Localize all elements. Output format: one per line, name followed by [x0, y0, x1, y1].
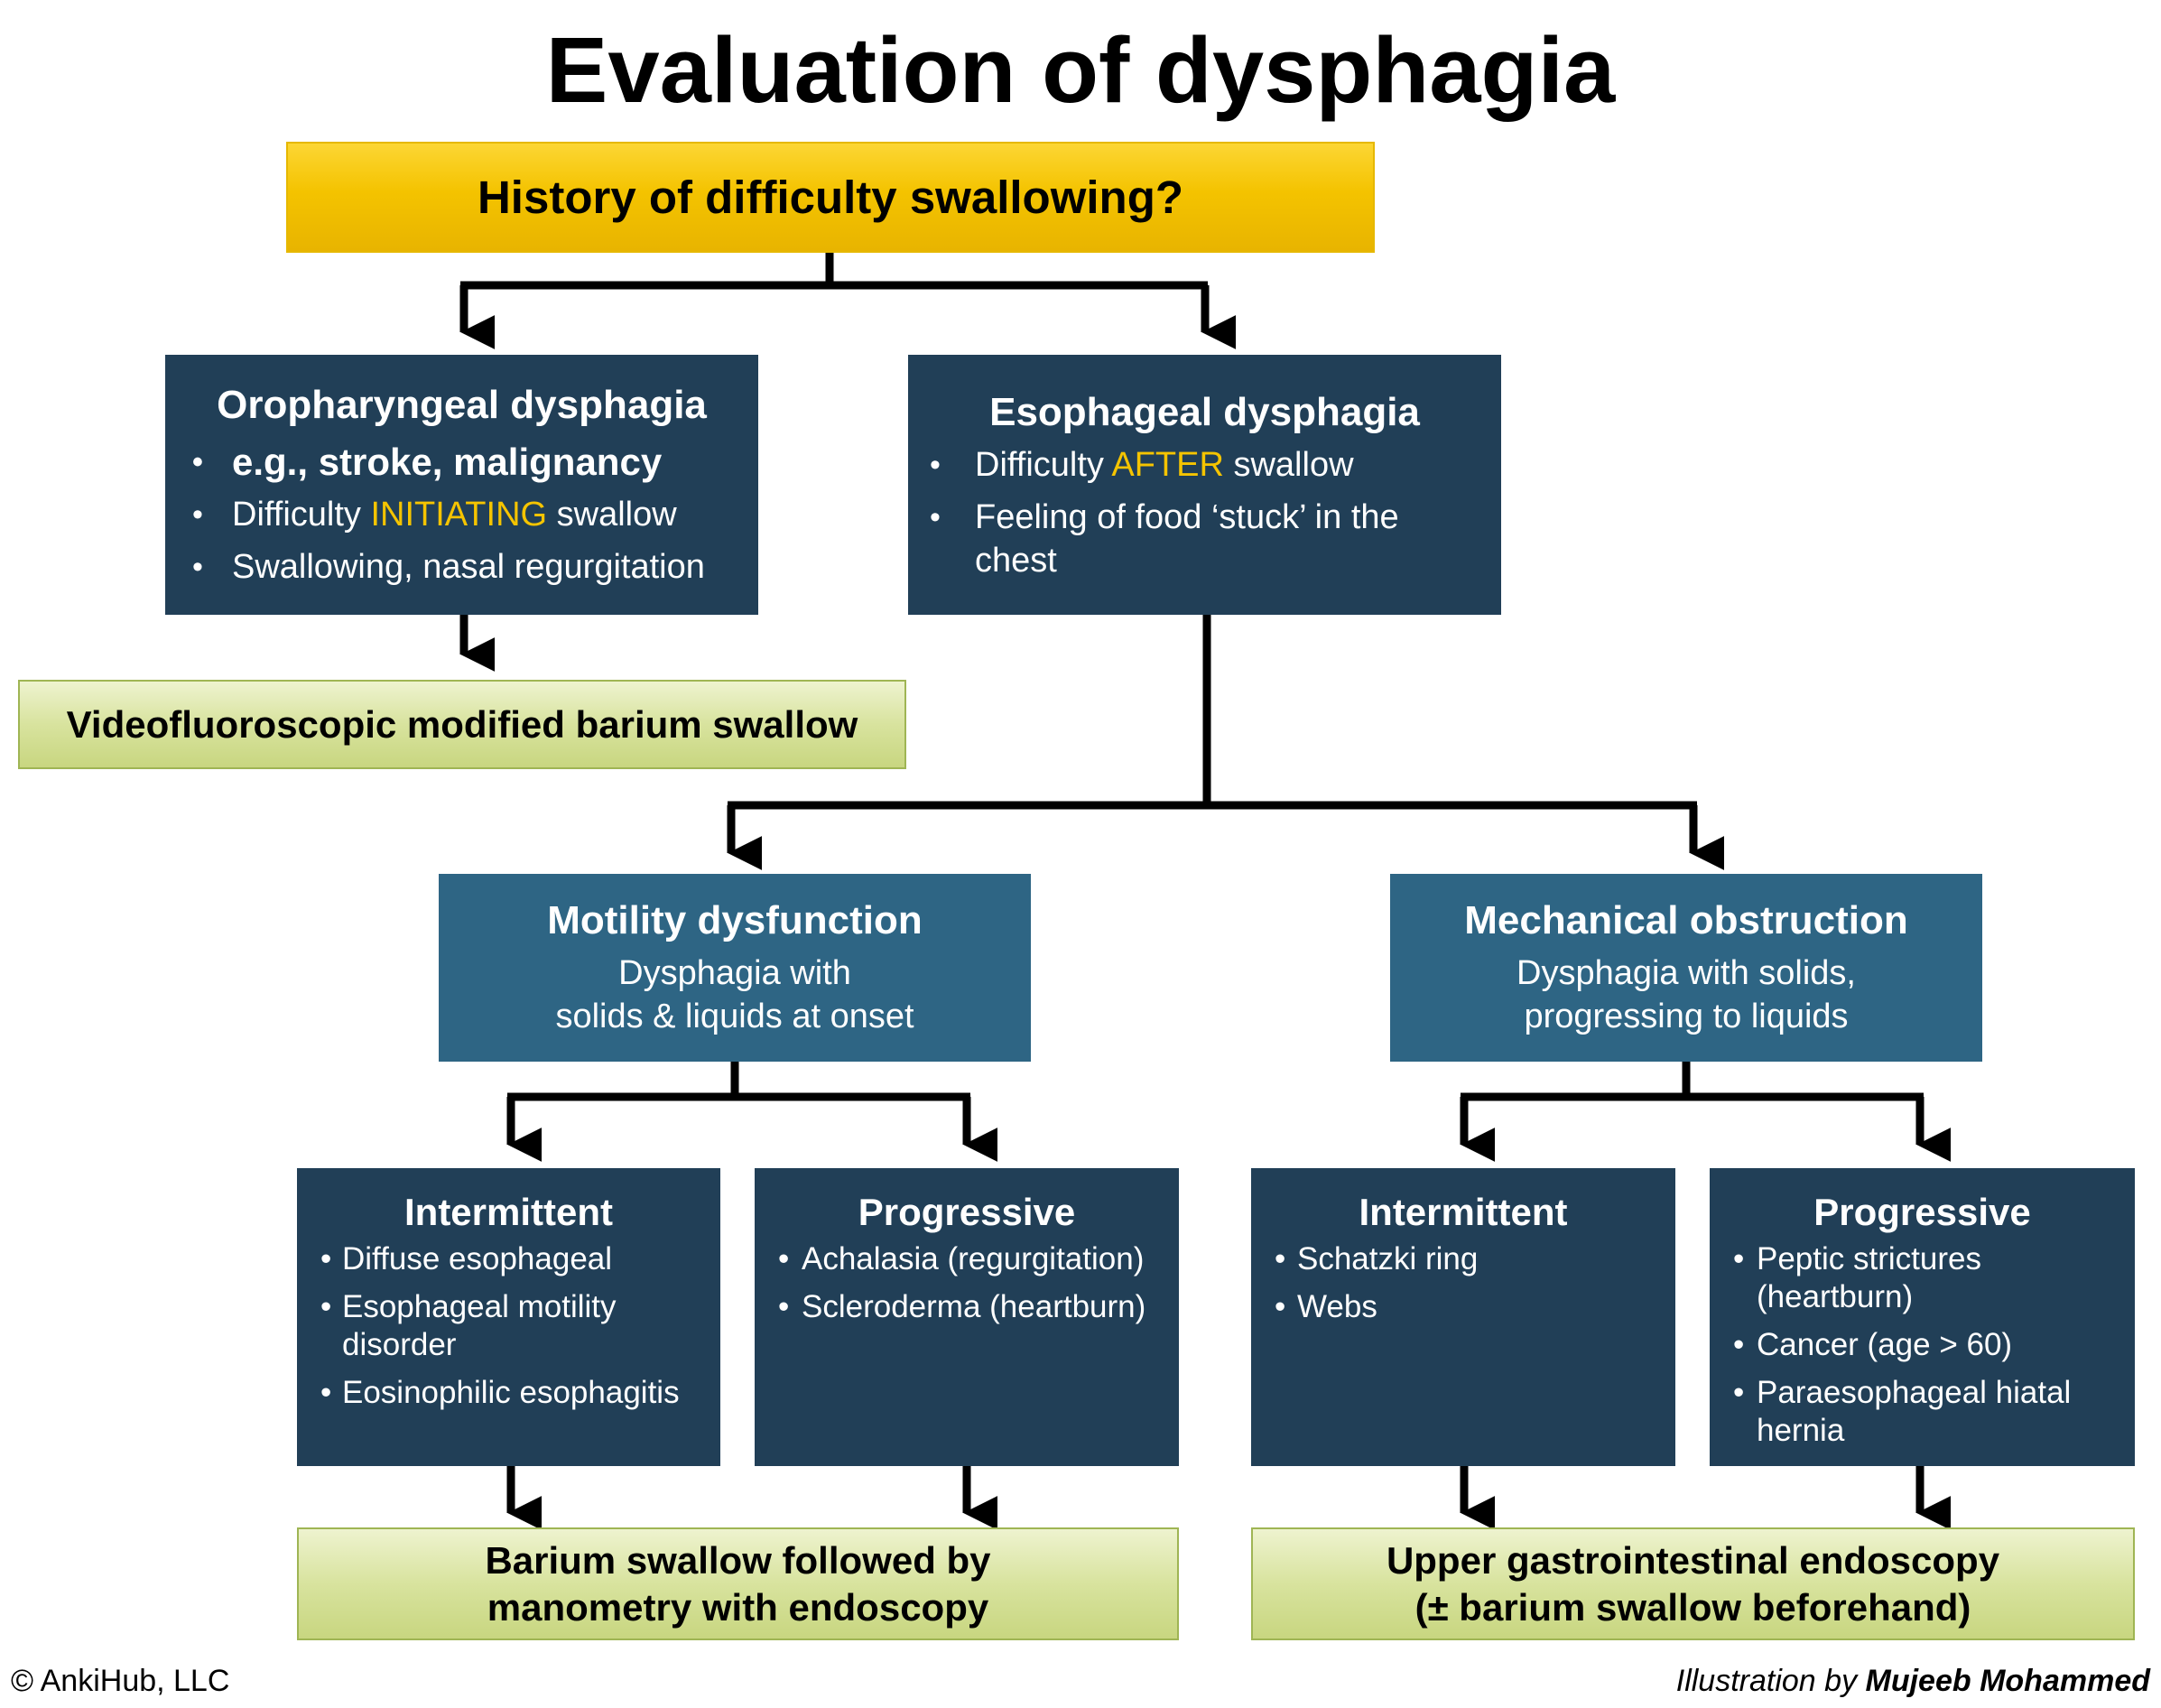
- list-item-line: Eosinophilic esophagitis: [342, 1375, 680, 1410]
- bullet: •: [192, 445, 203, 479]
- bullet: •: [778, 1241, 790, 1276]
- credit-name: Mujeeb Mohammed: [1865, 1664, 2150, 1698]
- motility-line-2: solids & liquids at onset: [555, 998, 914, 1035]
- list-item-line: Schatzki ring: [1297, 1241, 1479, 1276]
- list-item: • Peptic strictures (heartburn): [1710, 1240, 2135, 1316]
- mechanical-line-2: progressing to liquids: [1524, 998, 1849, 1035]
- list-item: • Webs: [1251, 1288, 1675, 1326]
- mechanical-line-1: Dysphagia with solids,: [1516, 954, 1856, 992]
- oro-item-2-highlight: INITIATING: [370, 496, 548, 534]
- eso-item-1-highlight: AFTER: [1111, 446, 1224, 484]
- bullet: •: [1733, 1327, 1745, 1362]
- eso-item-1-post: swallow: [1223, 446, 1354, 484]
- bullet: •: [320, 1289, 332, 1324]
- list-item: • Feeling of food ‘stuck’ in the chest: [908, 496, 1501, 582]
- esophageal-title: Esophageal dysphagia: [989, 390, 1420, 434]
- history-question-box: History of difficulty swallowing?: [286, 142, 1375, 253]
- mechanical-test-line-1: Upper gastrointestinal endoscopy: [1386, 1538, 2000, 1582]
- oropharyngeal-test-box: Videofluoroscopic modified barium swallo…: [18, 680, 906, 769]
- eso-item-2-line2: chest: [975, 542, 1057, 580]
- list-item-line: hernia: [1757, 1413, 1845, 1448]
- list-item-line: Webs: [1297, 1289, 1377, 1324]
- list-item: • Swallowing, nasal regurgitation: [165, 541, 758, 593]
- mechanical-box: Mechanical obstruction Dysphagia with so…: [1390, 874, 1982, 1062]
- motility-test-line-1: Barium swallow followed by: [485, 1538, 991, 1582]
- eso-item-1-pre: Difficulty: [975, 446, 1112, 484]
- list-item-line: Achalasia (regurgitation): [802, 1241, 1145, 1276]
- list-item: • Paraesophageal hiatal hernia: [1710, 1374, 2135, 1450]
- list-item: • e.g., stroke, malignancy: [165, 436, 758, 488]
- bullet: •: [930, 500, 941, 534]
- mechanical-intermittent-title: Intermittent: [1359, 1191, 1568, 1233]
- credit-prefix: Illustration by: [1675, 1664, 1866, 1698]
- bullet: •: [1275, 1241, 1286, 1276]
- motility-intermittent-box: Intermittent • Diffuse esophageal • Esop…: [297, 1168, 720, 1466]
- list-item: • Difficulty INITIATING swallow: [165, 488, 758, 541]
- list-item-line: Diffuse esophageal: [342, 1241, 613, 1276]
- mechanical-progressive-box: Progressive • Peptic strictures (heartbu…: [1710, 1168, 2135, 1466]
- motility-box: Motility dysfunction Dysphagia with soli…: [439, 874, 1031, 1062]
- list-item: • Cancer (age > 60): [1710, 1326, 2135, 1364]
- esophageal-list: • Difficulty AFTER swallow • Feeling of …: [908, 443, 1501, 582]
- motility-intermittent-title: Intermittent: [404, 1191, 613, 1233]
- oropharyngeal-test-text: Videofluoroscopic modified barium swallo…: [66, 702, 858, 746]
- bullet: •: [320, 1375, 332, 1410]
- motility-progressive-list: • Achalasia (regurgitation) • Scleroderm…: [755, 1240, 1179, 1326]
- history-question-text: History of difficulty swallowing?: [477, 172, 1184, 223]
- mechanical-intermittent-box: Intermittent • Schatzki ring • Webs: [1251, 1168, 1675, 1466]
- list-item-line: Cancer (age > 60): [1757, 1327, 2013, 1362]
- oropharyngeal-box: Oropharyngeal dysphagia • e.g., stroke, …: [165, 355, 758, 615]
- bullet: •: [1275, 1289, 1286, 1324]
- bullet: •: [320, 1241, 332, 1276]
- oro-item-2-post: swallow: [547, 496, 677, 534]
- bullet: •: [192, 497, 203, 532]
- bullet: •: [1733, 1241, 1745, 1276]
- oropharyngeal-list: • e.g., stroke, malignancy • Difficulty …: [165, 436, 758, 593]
- oro-item-3: Swallowing, nasal regurgitation: [232, 548, 705, 586]
- oro-item-1: e.g., stroke, malignancy: [232, 441, 663, 483]
- list-item: • Diffuse esophageal: [297, 1240, 720, 1278]
- list-item: • Difficulty AFTER swallow: [908, 443, 1501, 487]
- list-item: • Achalasia (regurgitation): [755, 1240, 1179, 1278]
- mechanical-progressive-list: • Peptic strictures (heartburn) • Cancer…: [1710, 1240, 2135, 1450]
- list-item: • Schatzki ring: [1251, 1240, 1675, 1278]
- bullet: •: [192, 550, 203, 584]
- motility-title: Motility dysfunction: [547, 898, 923, 942]
- list-item: • Scleroderma (heartburn): [755, 1288, 1179, 1326]
- bullet: •: [1733, 1375, 1745, 1410]
- list-item-line: (heartburn): [1757, 1279, 1914, 1314]
- page-title: Evaluation of dysphagia: [545, 18, 1616, 122]
- motility-intermittent-list: • Diffuse esophageal • Esophageal motili…: [297, 1240, 720, 1412]
- bullet: •: [930, 448, 941, 482]
- esophageal-box: Esophageal dysphagia • Difficulty AFTER …: [908, 355, 1501, 615]
- mechanical-progressive-title: Progressive: [1813, 1191, 2031, 1233]
- list-item-line: disorder: [342, 1327, 457, 1362]
- list-item-line: Peptic strictures: [1757, 1241, 1981, 1276]
- list-item: • Eosinophilic esophagitis: [297, 1374, 720, 1412]
- mechanical-intermittent-list: • Schatzki ring • Webs: [1251, 1240, 1675, 1326]
- motility-test-box: Barium swallow followed by manometry wit…: [297, 1527, 1179, 1640]
- oro-item-2-pre: Difficulty: [232, 496, 371, 534]
- motility-progressive-box: Progressive • Achalasia (regurgitation) …: [755, 1168, 1179, 1466]
- bullet: •: [778, 1289, 790, 1324]
- mechanical-test-line-2: (± barium swallow beforehand): [1414, 1585, 1971, 1629]
- oropharyngeal-title: Oropharyngeal dysphagia: [217, 383, 707, 427]
- mechanical-test-box: Upper gastrointestinal endoscopy (± bari…: [1251, 1527, 2135, 1640]
- illustration-credit: Illustration by Mujeeb Mohammed: [1676, 1664, 2150, 1699]
- list-item-line: Paraesophageal hiatal: [1757, 1375, 2072, 1410]
- motility-test-line-2: manometry with endoscopy: [487, 1585, 989, 1629]
- motility-progressive-title: Progressive: [858, 1191, 1076, 1233]
- motility-line-1: Dysphagia with: [618, 954, 851, 992]
- list-item-line: Scleroderma (heartburn): [802, 1289, 1146, 1324]
- list-item: • Esophageal motility disorder: [297, 1288, 720, 1364]
- copyright-text: © AnkiHub, LLC: [11, 1664, 230, 1698]
- eso-item-2-line1: Feeling of food ‘stuck’ in the: [975, 498, 1399, 536]
- list-item-line: Esophageal motility: [342, 1289, 617, 1324]
- mechanical-title: Mechanical obstruction: [1464, 898, 1908, 942]
